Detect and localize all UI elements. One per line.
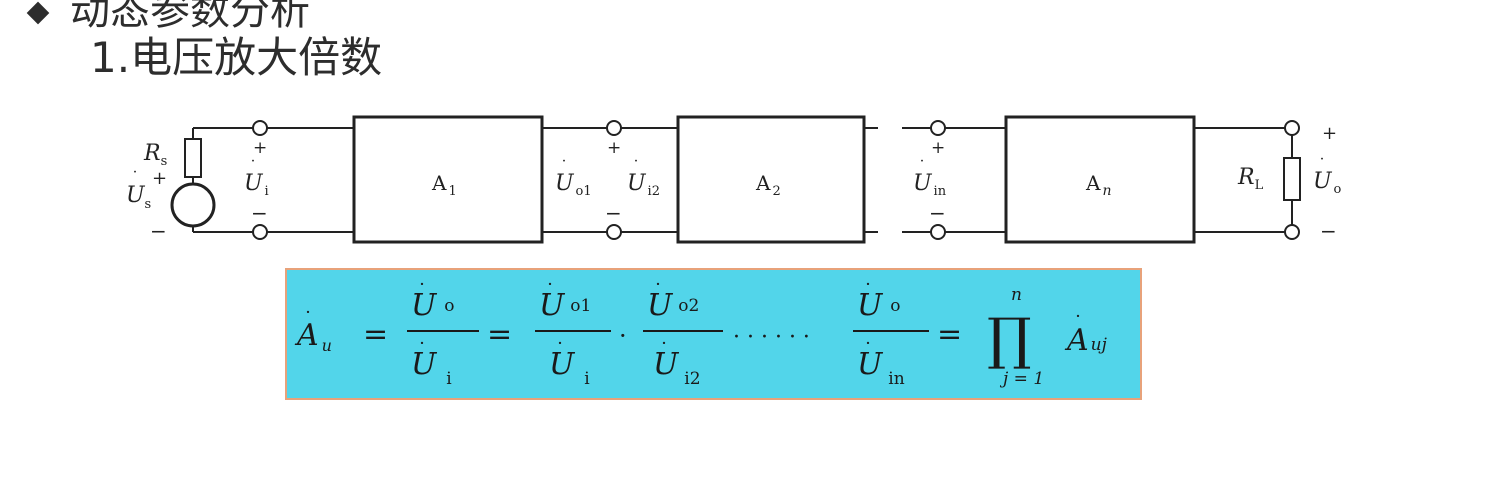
source-resistor xyxy=(184,138,202,178)
input-minus-sign: − xyxy=(251,201,268,225)
voltage-uin-dot: ˙ xyxy=(918,157,926,176)
svg-text:˙: ˙ xyxy=(659,338,669,362)
svg-text:˙: ˙ xyxy=(863,279,873,303)
source-voltage-dot: ˙ xyxy=(131,168,139,187)
svg-text:Uin: Uin xyxy=(857,347,905,389)
svg-text:˙: ˙ xyxy=(555,338,565,362)
stage-n-plus-sign: + xyxy=(931,138,945,158)
svg-text:Ui: Ui xyxy=(411,347,452,389)
svg-text:Uo: Uo xyxy=(411,288,455,323)
svg-text:˙: ˙ xyxy=(417,338,427,362)
product-upper-limit: n xyxy=(1011,285,1022,305)
voltage-uo-dot: ˙ xyxy=(1318,155,1326,174)
source-plus-sign: + xyxy=(152,168,167,189)
svg-text:Uo: Uo xyxy=(857,288,901,323)
svg-text:˙: ˙ xyxy=(863,338,873,362)
stage1-plus-sign: + xyxy=(607,138,621,158)
output-plus-sign: + xyxy=(1322,123,1337,144)
input-plus-sign: + xyxy=(253,138,267,158)
term-symbol-dot: ˙ xyxy=(1073,311,1083,335)
amplifier-block-n xyxy=(1004,115,1196,244)
svg-text:˙: ˙ xyxy=(417,279,427,303)
product-symbol: ∏ xyxy=(987,307,1032,372)
amplifier-block-2 xyxy=(676,115,866,244)
section-heading: 动态参数分析 xyxy=(26,0,310,36)
equals-sign-1: = xyxy=(363,317,388,352)
load-resistor-label: RL xyxy=(1237,165,1264,193)
equals-sign-3: = xyxy=(937,317,962,352)
amplifier-block-1 xyxy=(352,115,544,244)
svg-text:Ui2: Ui2 xyxy=(653,347,701,389)
svg-text:˙: ˙ xyxy=(653,279,663,303)
source-voltage-label: Us xyxy=(126,183,151,212)
voltage-ui-dot: ˙ xyxy=(249,157,257,176)
svg-text:Uo2: Uo2 xyxy=(647,288,699,323)
source-resistor-label: Rs xyxy=(143,141,167,169)
ellipsis: · · · · · · xyxy=(733,325,810,350)
multiply-dot: · xyxy=(619,322,627,350)
equals-sign-2: = xyxy=(487,317,512,352)
terminals xyxy=(252,120,1300,240)
subsection-title: 1.电压放大倍数 xyxy=(90,33,383,82)
voltage-uo1-dot: ˙ xyxy=(560,157,568,176)
svg-text:Ui: Ui xyxy=(549,347,590,389)
source-minus-sign: − xyxy=(150,219,167,243)
output-minus-sign: − xyxy=(1320,219,1337,243)
section-heading-text: 动态参数分析 xyxy=(70,0,310,34)
product-lower-limit: j = 1 xyxy=(999,369,1044,389)
load-resistor xyxy=(1283,157,1301,201)
voltage-source-icon xyxy=(170,182,216,228)
gain-symbol-dot: ˙ xyxy=(303,307,313,331)
stage-n-minus-sign: − xyxy=(929,201,946,225)
voltage-ui2-dot: ˙ xyxy=(632,157,640,176)
svg-text:˙: ˙ xyxy=(545,279,555,303)
stage1-minus-sign: − xyxy=(605,201,622,225)
svg-text:Uo1: Uo1 xyxy=(539,288,591,323)
